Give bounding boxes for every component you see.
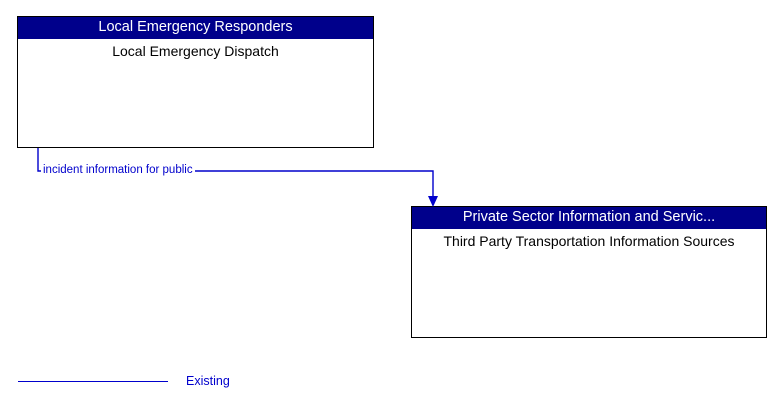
node-title-private-sector-information-and-services: Private Sector Information and Servic...	[412, 207, 766, 229]
legend-line-swatch-existing	[18, 381, 168, 382]
node-title-local-emergency-responders: Local Emergency Responders	[18, 17, 373, 39]
legend: Existing	[18, 372, 318, 394]
node-third-party-transportation-information-sources[interactable]: Private Sector Information and Servic...…	[411, 206, 767, 338]
node-body-third-party-transportation-information-sources: Third Party Transportation Information S…	[443, 233, 735, 249]
node-body-local-emergency-dispatch: Local Emergency Dispatch	[112, 43, 279, 59]
node-local-emergency-dispatch[interactable]: Local Emergency Responders Local Emergen…	[17, 16, 374, 148]
flow-label-incident-information-for-public: incident information for public	[41, 163, 195, 177]
legend-label-existing: Existing	[186, 374, 230, 388]
